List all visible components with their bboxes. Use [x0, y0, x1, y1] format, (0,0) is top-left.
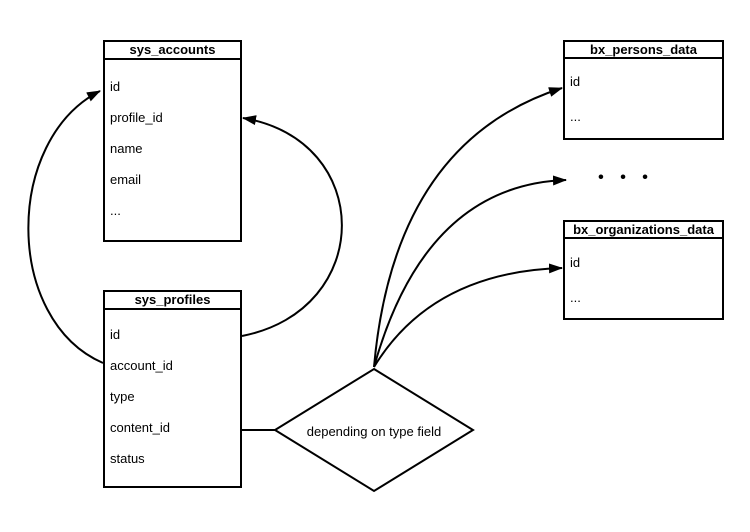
field-sys-accounts-id: id: [110, 79, 121, 94]
field-bx-organizations-id: id: [570, 255, 581, 270]
field-list: id profile_id name email ...: [105, 60, 240, 226]
field-list: id ...: [565, 239, 722, 315]
edge-profiles-accountid-to-accounts-id: [27, 90, 104, 364]
more-tables-ellipsis: • • •: [598, 169, 654, 186]
table-title: sys_accounts: [105, 42, 240, 60]
edge-decision-to-persons-id: [373, 87, 563, 368]
table-bx-persons-data: bx_persons_data id ...: [563, 40, 724, 140]
field-sys-accounts-name: name: [110, 141, 143, 156]
table-title: sys_profiles: [105, 292, 240, 310]
edge-decision-to-organizations-id: [373, 263, 563, 368]
field-sys-profiles-account-id: account_id: [110, 358, 173, 373]
table-title: bx_organizations_data: [565, 222, 722, 239]
field-sys-profiles-id: id: [110, 327, 121, 342]
field-list: id account_id type content_id status: [105, 310, 240, 474]
decision-label: depending on type field: [306, 424, 442, 439]
table-sys-profiles: sys_profiles id account_id type content_…: [103, 290, 242, 488]
field-sys-accounts-more: ...: [110, 203, 121, 218]
field-bx-persons-id: id: [570, 74, 581, 89]
edge-profiles-id-to-accounts-profileid: [241, 115, 343, 337]
field-sys-profiles-type: type: [110, 389, 135, 404]
table-bx-organizations-data: bx_organizations_data id ...: [563, 220, 724, 320]
field-bx-organizations-more: ...: [570, 290, 581, 305]
table-sys-accounts: sys_accounts id profile_id name email ..…: [103, 40, 242, 242]
edge-decision-to-ellipsis: [373, 175, 567, 368]
field-sys-accounts-email: email: [110, 172, 142, 187]
decision-diamond: [273, 367, 475, 493]
field-bx-persons-more: ...: [570, 109, 581, 124]
field-sys-profiles-content-id: content_id: [110, 420, 170, 435]
table-title: bx_persons_data: [565, 42, 722, 59]
field-sys-accounts-profile-id: profile_id: [110, 110, 163, 125]
field-list: id ...: [565, 59, 722, 134]
field-sys-profiles-status: status: [110, 451, 145, 466]
